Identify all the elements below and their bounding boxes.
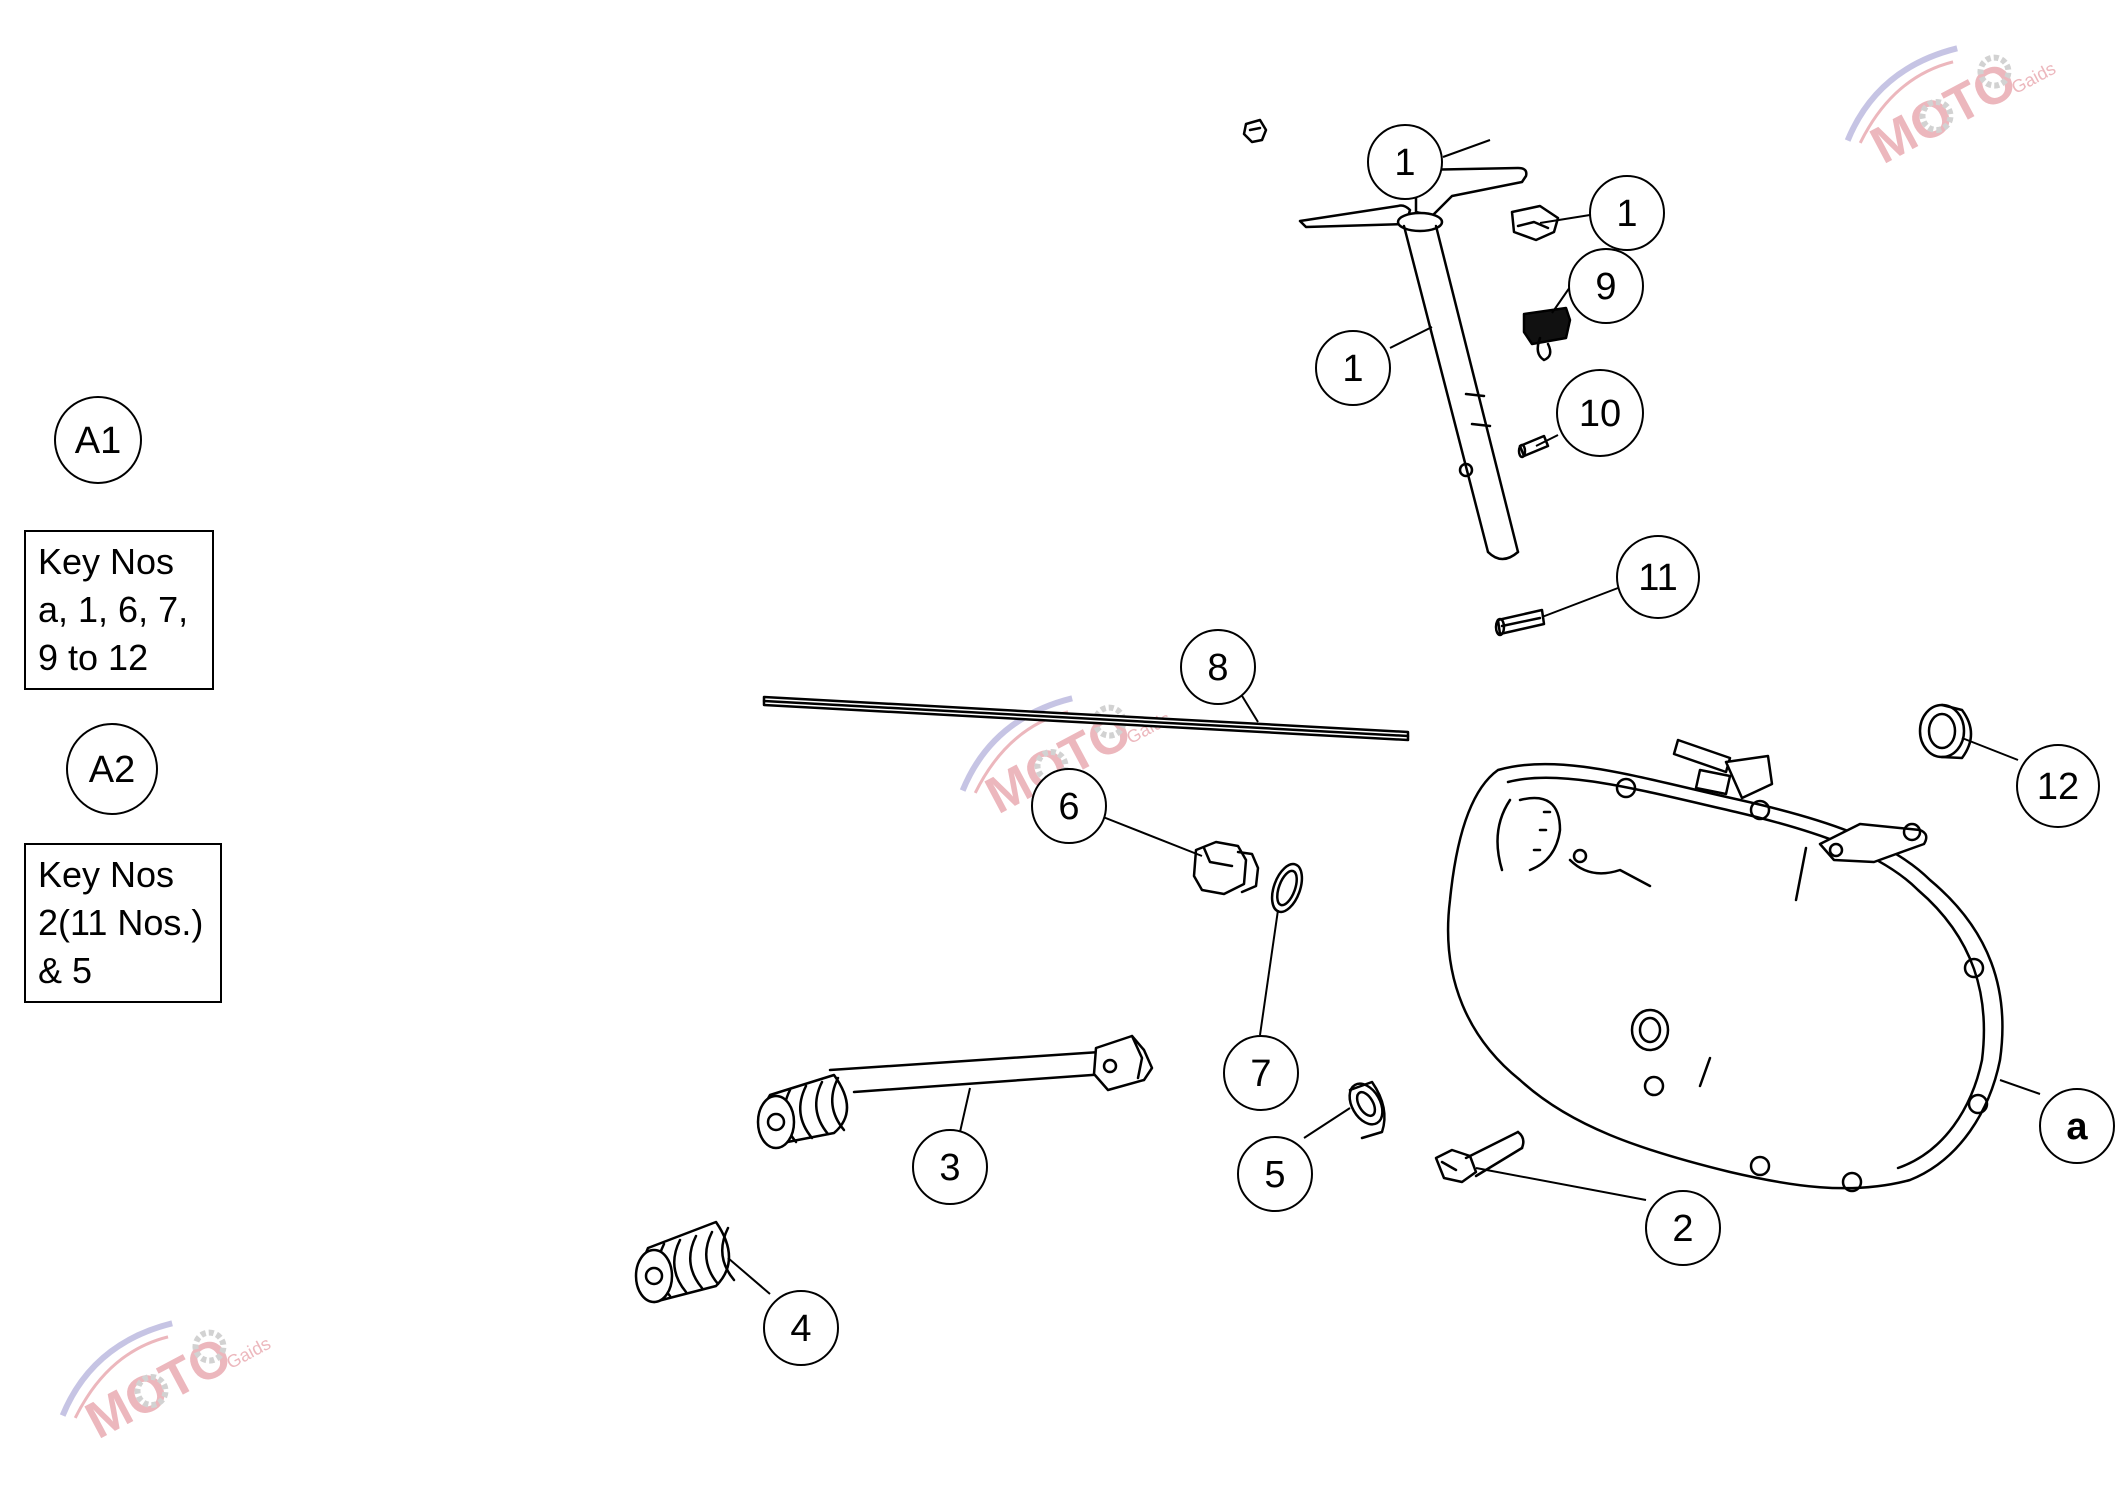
group-circle-a2: A2 (66, 723, 158, 815)
callout-number: 9 (1595, 266, 1616, 308)
callout-2: 2 (1645, 1190, 1721, 1266)
o-ring (1270, 862, 1304, 914)
lever-clip (1510, 204, 1560, 242)
key-box-a1: Key Nos a, 1, 6, 7, 9 to 12 (24, 530, 214, 690)
callout-number: 2 (1672, 1208, 1693, 1250)
callout-number: 7 (1250, 1053, 1271, 1095)
watermark-text: MOTO (77, 1326, 241, 1450)
key-line: 2(11 Nos.) (38, 902, 204, 943)
callout-6: 6 (1031, 768, 1107, 844)
callout-number: 6 (1058, 786, 1079, 828)
bush (1918, 703, 1973, 760)
callout-1-clip: 1 (1367, 124, 1443, 200)
key-line: a, 1, 6, 7, (38, 589, 189, 630)
callout-9: 9 (1568, 248, 1644, 324)
callout-number: 12 (2037, 766, 2079, 808)
callout-number: 5 (1264, 1154, 1285, 1196)
watermark-text: MOTO (1862, 51, 2026, 175)
watermark-logo-top-right: MOTO Gaids (1844, 45, 2059, 175)
key-box-a2: Key Nos 2(11 Nos.) & 5 (24, 843, 222, 1003)
callout-8: 8 (1180, 629, 1256, 705)
group-id: A2 (89, 749, 135, 791)
leader-lines (727, 139, 2041, 1295)
callout-number: 1 (1394, 142, 1415, 184)
callout-number: a (2066, 1106, 2088, 1148)
callout-number: 3 (939, 1147, 960, 1189)
callout-number: 11 (1638, 557, 1677, 599)
callout-4: 4 (763, 1290, 839, 1366)
key-line: Key Nos (38, 541, 175, 582)
callout-7: 7 (1223, 1035, 1299, 1111)
watermark-subtext: Gaids (2008, 58, 2059, 98)
watermark-subtext: Gaids (223, 1333, 274, 1373)
key-line: 9 to 12 (38, 637, 149, 678)
shift-shaft (1298, 166, 1528, 561)
callout-5: 5 (1237, 1136, 1313, 1212)
key-line: & 5 (38, 950, 93, 991)
spacer (1348, 1080, 1386, 1140)
callout-a: a (2039, 1088, 2115, 1164)
clutch-cover (1446, 738, 2004, 1193)
footrest-rubber (756, 1073, 849, 1150)
callout-10: 10 (1556, 369, 1644, 457)
sleeve (1494, 608, 1546, 637)
pushrod (762, 695, 1410, 742)
footrest-rubber (634, 1220, 736, 1304)
callout-number: 10 (1579, 393, 1621, 435)
callout-3: 3 (912, 1129, 988, 1205)
callout-1-lever-clip: 1 (1589, 175, 1665, 251)
gear-lever (828, 1034, 1154, 1094)
callout-number: 1 (1342, 348, 1363, 390)
callout-1-shaft: 1 (1315, 330, 1391, 406)
watermark-logo-bottom-left: MOTO Gaids (59, 1320, 274, 1450)
shift-shaft-clip (1242, 118, 1268, 144)
bolt (1434, 1130, 1525, 1184)
group-circle-a1: A1 (54, 396, 142, 484)
callout-number: 8 (1207, 647, 1228, 689)
callout-11: 11 (1616, 535, 1700, 619)
callout-12: 12 (2016, 744, 2100, 828)
callout-number: 1 (1616, 193, 1637, 235)
return-spring (1522, 306, 1572, 362)
group-id: A1 (75, 420, 121, 462)
callout-number: 4 (790, 1308, 811, 1350)
key-line: Key Nos (38, 854, 175, 895)
spring-pin (1517, 434, 1550, 459)
filler-plug (1192, 840, 1260, 896)
